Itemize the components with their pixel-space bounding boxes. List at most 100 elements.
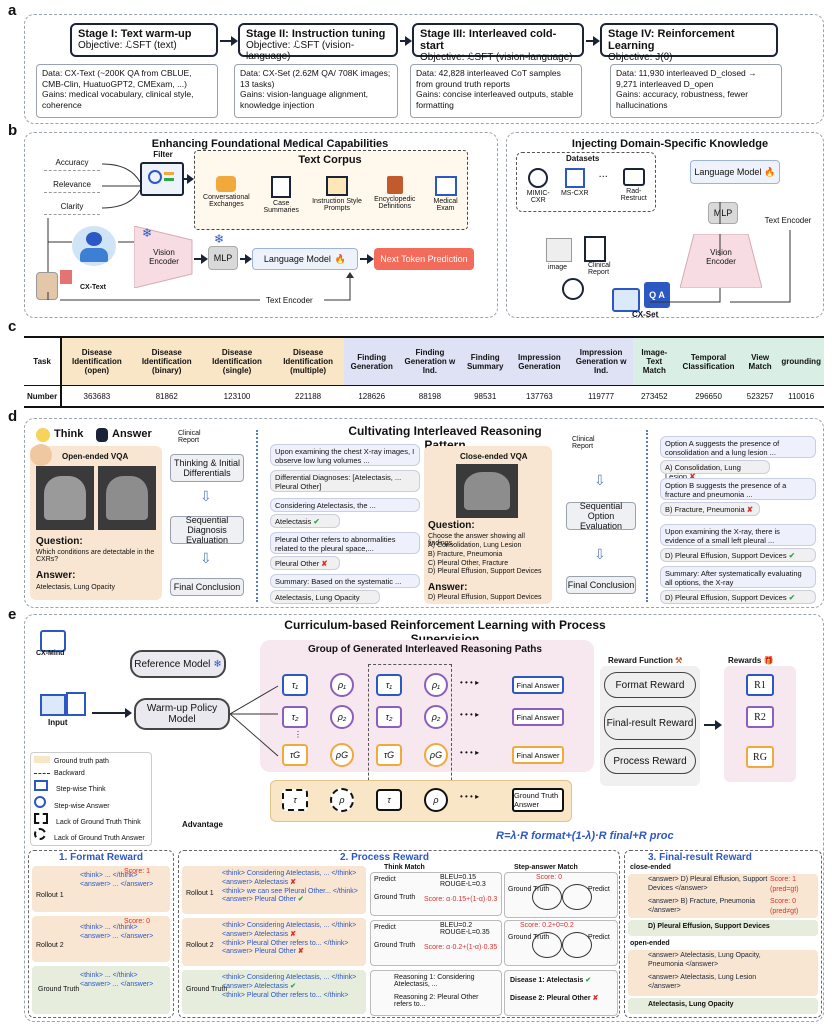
rho-1-2: ρ₁ xyxy=(424,673,448,697)
table-header-cell: Disease Identification (open) xyxy=(61,338,132,387)
stage-4-title: Stage IV: Reinforcement Learning xyxy=(608,28,735,52)
criteria-clarity: Clarity xyxy=(44,202,100,215)
think-person-icon xyxy=(36,428,50,442)
legend-backward: Backward xyxy=(34,768,145,780)
final-result-reward-box: Final-result Reward xyxy=(604,706,696,740)
stage-1-desc: Data: CX-Text (~200K QA from CBLUE, CMB-… xyxy=(36,64,218,118)
table-value-cell: 363683 xyxy=(83,391,111,401)
b-left-title: Enhancing Foundational Medical Capabilit… xyxy=(151,138,389,150)
xray-image-1 xyxy=(36,466,94,530)
stethoscope-icon xyxy=(528,168,549,188)
open-bubble-3: Considering Atelectasis, the ... xyxy=(270,498,420,512)
corpus-item-exam: Medical Exam xyxy=(426,176,466,214)
legend-step-answer: Step-wise Answer xyxy=(34,795,145,813)
open-question-text: Which conditions are detectable in the C… xyxy=(36,549,155,563)
stage-1-data: Data: CX-Text (~200K QA from CBLUE, CMB-… xyxy=(42,68,192,89)
vision-encoder-right-shape xyxy=(680,234,762,288)
sam2-score: Score: 0.2+0=0.2 xyxy=(520,922,574,929)
tau-1-1: τ₁ xyxy=(282,674,308,696)
panel-label-e: e xyxy=(8,606,17,623)
open-ended-gt-card xyxy=(628,998,818,1014)
table-value-cell: 119777 xyxy=(588,391,615,401)
gt-answer-box: Ground Truth Answer xyxy=(512,788,564,812)
stage-2-data: Data: CX-Set (2.62M QA/ 708K images; 13 … xyxy=(240,68,391,89)
open-ended-card xyxy=(628,950,818,996)
sam2-circle-left xyxy=(532,932,562,958)
text-encoder-label-left: Text Encoder xyxy=(266,296,313,305)
table-value-cell: 98531 xyxy=(474,391,497,401)
close-answer-text: D) Pleural Effusion, Support Devices xyxy=(428,594,542,601)
text-encoder-path xyxy=(60,272,354,301)
close-answer-label: Answer: xyxy=(428,582,468,593)
legend-box xyxy=(30,752,152,846)
ve-to-mlp-arrow xyxy=(194,254,208,264)
reference-model-box: Reference Model ❄ xyxy=(130,650,226,678)
close-bubble-5: Upon examining the X-ray, there is evide… xyxy=(660,524,816,546)
disease-box xyxy=(504,970,618,1016)
close-ended-gt-card xyxy=(628,920,818,936)
answer-person-icon xyxy=(96,428,108,442)
stage-4-gains: Gains: accuracy, robustness, fewer hallu… xyxy=(616,89,749,110)
panel-e xyxy=(24,614,824,1022)
step-answer-match-1 xyxy=(504,872,618,918)
reasoning-box xyxy=(370,970,502,1016)
corpus-item-instruction: Instruction Style Prompts xyxy=(310,176,364,214)
document-icon xyxy=(271,176,292,198)
input-label: Input xyxy=(48,718,68,727)
close-bubble-column xyxy=(646,430,818,602)
doctor-icon xyxy=(72,226,116,266)
table-header-cell: Disease Identification (binary) xyxy=(131,338,202,387)
format-gt-xml: <think> ... </think><answer> ... </answe… xyxy=(80,972,154,988)
step-thinking: Thinking & Initial Differentials xyxy=(170,454,244,482)
process-gt-xml: <think> Considering Atelectasis, ... </t… xyxy=(222,974,357,999)
database-icon xyxy=(36,272,58,300)
open-vqa-title: Open-ended VQA xyxy=(62,452,129,461)
stage-3-gains: Gains: concise interleaved outputs, stab… xyxy=(416,89,574,110)
tm1-predict: Predict xyxy=(374,876,396,883)
filter-label: Filter xyxy=(153,150,173,159)
close-bubble-2: A) Consolidation, Lung Lesion ✘ xyxy=(660,460,770,481)
stage-1-objective: Objective: ℒSFT (text) xyxy=(78,40,177,51)
think-match-2 xyxy=(370,920,502,966)
open-ended-r2: <answer> Atelectasis, Lung Lesion </answ… xyxy=(648,974,757,990)
cx-mind-logo-icon xyxy=(40,630,66,652)
table-value-cell: 137763 xyxy=(526,391,553,401)
legend-gt-path: Ground truth path xyxy=(34,756,145,768)
open-bubble-2: Differential Diagnoses: [Atelectasis, ..… xyxy=(270,470,420,492)
stage-4-box: Stage IV: Reinforcement Learning Objecti… xyxy=(600,23,778,63)
gift-icon: 🎁 xyxy=(763,656,774,665)
think-label: Think xyxy=(54,428,84,440)
close-option-c: C) Pleural Other, Fracture xyxy=(428,559,509,567)
stage-1-gains: Gains: medical vocabulary, clinical styl… xyxy=(42,89,194,110)
next-token-box: Next Token Prediction xyxy=(374,248,474,270)
mlp-box-right: MLP xyxy=(708,202,738,224)
datasets-box xyxy=(516,152,656,212)
tau-1-2: τ₁ xyxy=(376,674,402,696)
table-value-cell: 296650 xyxy=(695,391,722,401)
sam2-circle-right xyxy=(562,932,592,958)
stage-2-desc: Data: CX-Set (2.62M QA/ 708K images; 13 … xyxy=(234,64,398,118)
stage-2-box: Stage II: Instruction tuning Objective: … xyxy=(238,23,398,62)
check-icon: ✔ xyxy=(788,593,795,602)
down-arrow-icon-2: ⇩ xyxy=(200,550,212,566)
checklist-icon xyxy=(325,176,348,196)
xray-image-2 xyxy=(98,466,156,530)
close-bubble-1: Option A suggests the presence of consol… xyxy=(660,436,816,458)
format-score-1: Score: 1 xyxy=(124,868,151,875)
down-arrow-icon-3: ⇩ xyxy=(594,472,606,488)
cx-text-label: CX-Text xyxy=(80,284,106,291)
language-model-box: Language Model🔥 xyxy=(252,248,358,270)
tau-g-2: τG xyxy=(376,744,402,766)
fr-score-0: Score: 0 xyxy=(770,898,797,905)
stage-3-box: Stage III: Interleaved cold-start Object… xyxy=(412,23,584,63)
close-bubble-7: Summary: After systematically evaluating… xyxy=(660,566,816,588)
tm2-gt: Ground Truth xyxy=(374,942,416,949)
step-answer-match-title: Step-answer Match xyxy=(514,864,578,871)
table-header-cell: Finding Generation xyxy=(344,338,400,387)
open-ended-label: open-ended xyxy=(630,940,670,947)
final-result-title: 3. Final-result Reward xyxy=(648,852,752,863)
cross-icon: ✘ xyxy=(290,878,296,886)
close-question-label: Question: xyxy=(428,520,475,531)
process-rollout-2-xml: <think> Considering Atelectasis, ... </t… xyxy=(222,922,357,956)
rewards-title: Rewards 🎁 xyxy=(728,656,774,665)
